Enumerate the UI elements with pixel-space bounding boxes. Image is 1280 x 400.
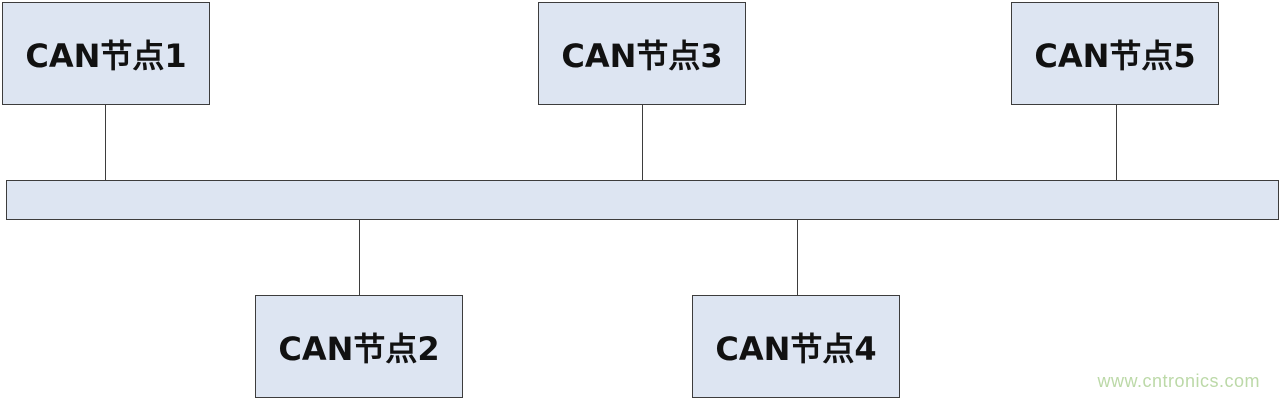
watermark-text: www.cntronics.com (1097, 371, 1260, 391)
node-2-connector-line (359, 220, 360, 295)
can-node-3: CAN节点3 (538, 2, 746, 105)
node-5-connector-line (1116, 105, 1117, 180)
can-node-4: CAN节点4 (692, 295, 900, 398)
can-node-2: CAN节点2 (255, 295, 463, 398)
node-4-connector-line (797, 220, 798, 295)
node-3-connector-line (642, 105, 643, 180)
can-node-1: CAN节点1 (2, 2, 210, 105)
can-node-5: CAN节点5 (1011, 2, 1219, 105)
can-bus-bar (6, 180, 1279, 220)
node-1-connector-line (105, 105, 106, 180)
